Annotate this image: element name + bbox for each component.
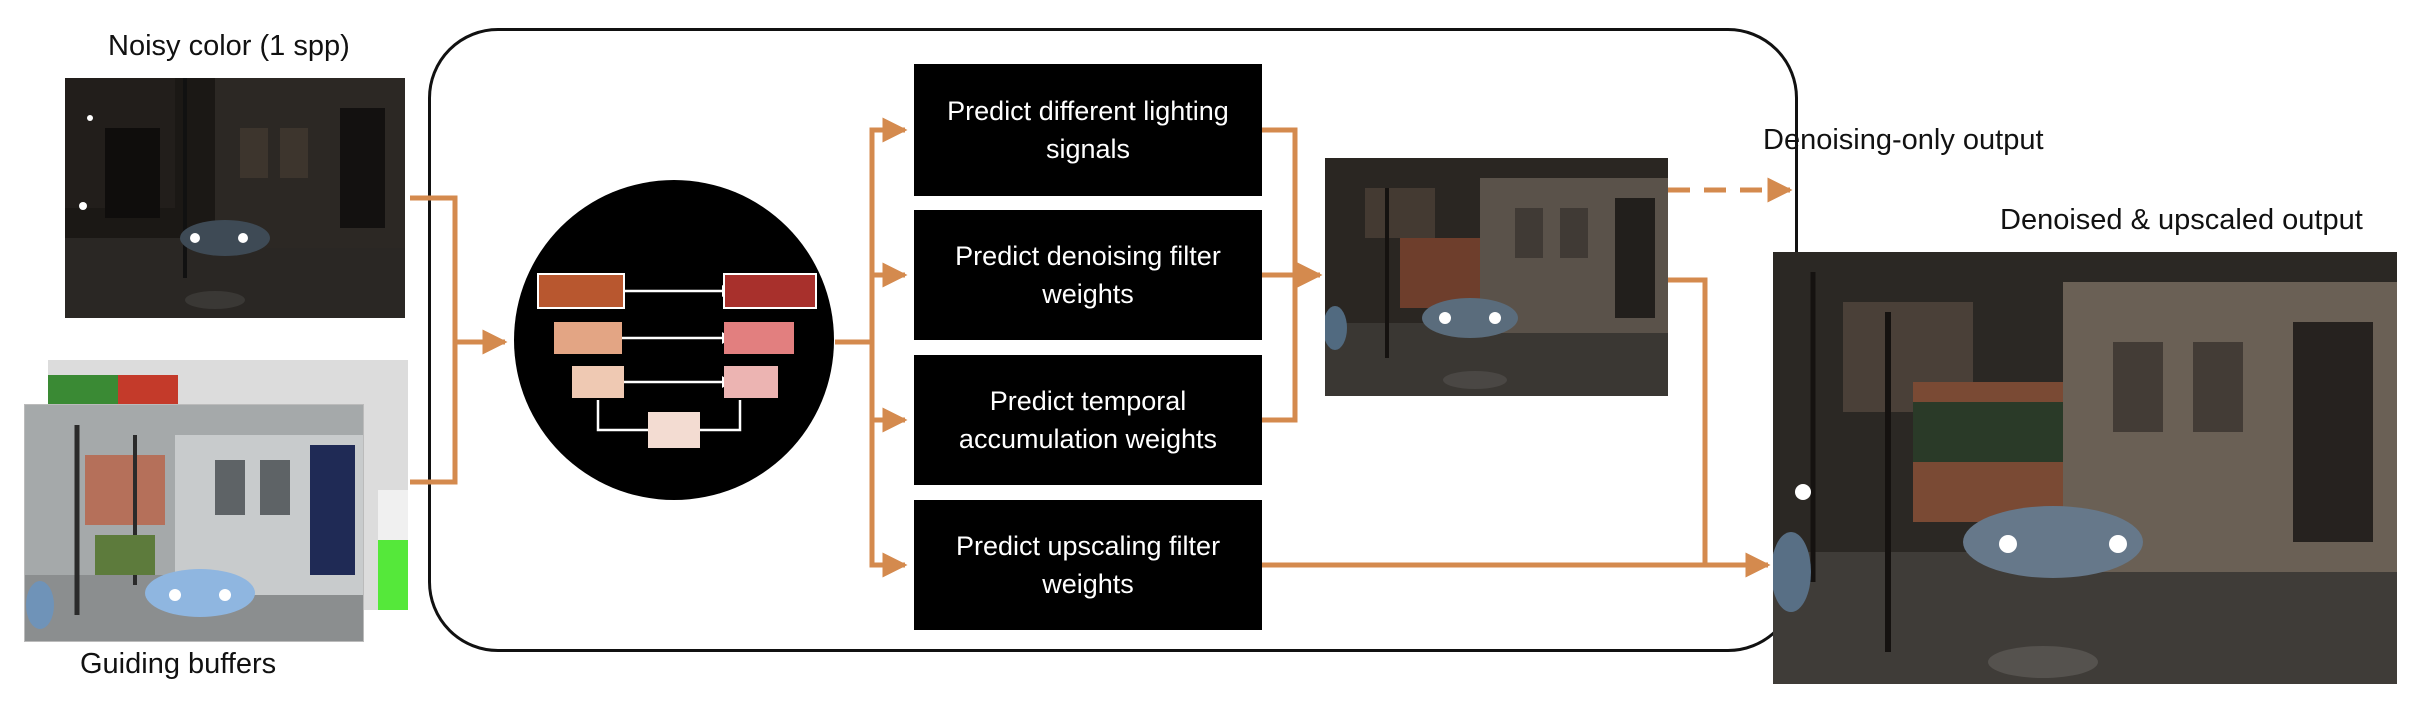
noisy-color-label: Noisy color (1 spp) [108,30,350,62]
predict-upscaling-weights-box: Predict upscaling filter weights [914,500,1262,630]
predict-lighting-signals-box: Predict different lighting signals [914,64,1262,196]
denoised-upscaled-output-label: Denoised & upscaled output [2000,204,2363,236]
denoising-only-output-image [1325,158,1668,396]
input-to-network-arrow [410,195,508,355]
denoising-only-output-label: Denoising-only output [1763,124,2044,156]
predict-temporal-weights-box: Predict temporal accumulation weights [914,355,1262,485]
predict-denoising-weights-box: Predict denoising filter weights [914,210,1262,340]
denoised-upscaled-output-image [1773,252,2397,684]
network-unet-icon [514,180,834,500]
noisy-color-image [65,78,405,318]
guiding-buffer-albedo [24,404,364,642]
guiding-buffers-label: Guiding buffers [80,648,277,680]
